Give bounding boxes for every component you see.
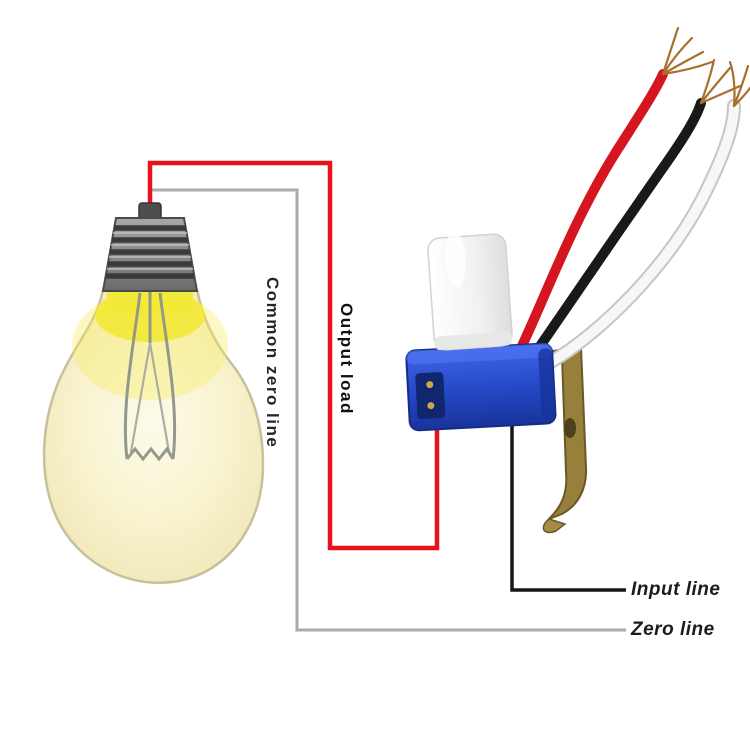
switch-sensor-head (427, 230, 513, 351)
copper-strands (661, 26, 750, 108)
light-bulb (42, 202, 265, 584)
lead-wires (515, 69, 741, 369)
bulb-screw-cap (101, 202, 199, 292)
input-line-path (510, 418, 626, 592)
bulb-filament (123, 292, 177, 462)
photocell-switch (405, 26, 750, 534)
white-wire (546, 101, 739, 367)
switch-base (405, 342, 557, 432)
black-wire (531, 98, 706, 357)
zero-line-label: Zero line (631, 619, 715, 640)
terminal-recess (415, 372, 446, 420)
terminal-screw (426, 381, 434, 389)
bulb-glass (42, 288, 265, 584)
input-line-label: Input line (631, 579, 721, 600)
output-load-line (147, 160, 440, 551)
white-wire-outline (544, 99, 741, 369)
common-zero-line-label: Common zero line (263, 277, 282, 449)
zero-line-path (150, 188, 626, 632)
terminal-screw (427, 402, 435, 410)
red-wire (515, 69, 668, 355)
output-load-label: Output load (337, 303, 356, 415)
mounting-bracket (542, 346, 588, 534)
